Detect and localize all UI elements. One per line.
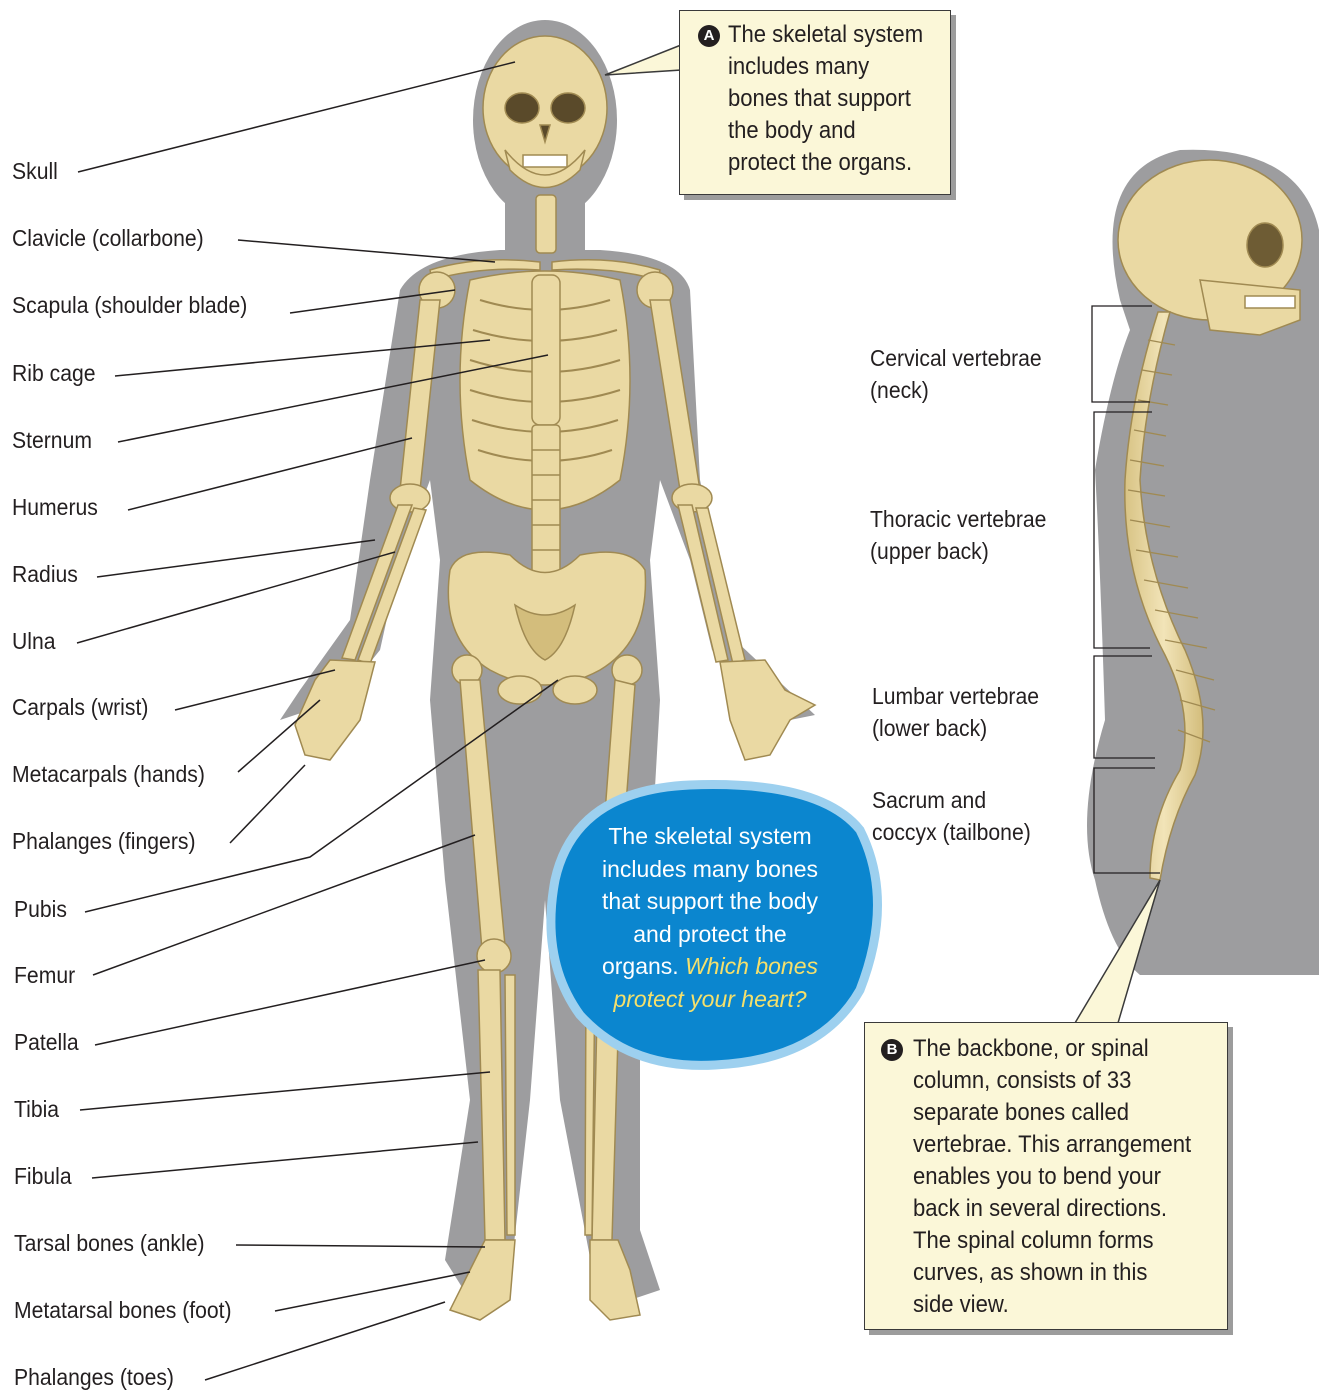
callout-b-badge: B bbox=[881, 1039, 903, 1061]
label-carpals: Carpals (wrist) bbox=[12, 694, 148, 721]
callout-a: A The skeletal system includes many bone… bbox=[679, 10, 951, 195]
bubble-line-5-plain: organs. bbox=[602, 953, 685, 979]
label-metatarsals: Metatarsal bones (foot) bbox=[14, 1297, 232, 1324]
label-femur: Femur bbox=[14, 962, 75, 989]
label-rib-cage: Rib cage bbox=[12, 360, 96, 387]
bubble-line-5: organs. Which bones bbox=[562, 950, 858, 983]
bubble-line-2: includes many bones bbox=[562, 853, 858, 886]
right-hand bbox=[720, 660, 815, 760]
label-fibula: Fibula bbox=[14, 1163, 72, 1190]
label-sternum: Sternum bbox=[12, 427, 92, 454]
left-patella bbox=[477, 939, 511, 973]
bubble-line-4: and protect the bbox=[562, 918, 858, 951]
bubble-line-1: The skeletal system bbox=[562, 820, 858, 853]
label-metacarpals: Metacarpals (hands) bbox=[12, 761, 205, 788]
label-humerus: Humerus bbox=[12, 494, 98, 521]
question-bubble-text: The skeletal system includes many bones … bbox=[562, 820, 858, 1015]
callout-a-badge: A bbox=[698, 25, 720, 47]
label-phalanges-fingers: Phalanges (fingers) bbox=[12, 828, 195, 855]
left-hand bbox=[295, 660, 375, 760]
label-lumbar: Lumbar vertebrae (lower back) bbox=[872, 680, 1039, 744]
label-scapula: Scapula (shoulder blade) bbox=[12, 292, 247, 319]
label-cervical: Cervical vertebrae (neck) bbox=[870, 342, 1042, 406]
callout-a-tail bbox=[605, 45, 681, 75]
label-patella: Patella bbox=[14, 1029, 79, 1056]
left-fibula bbox=[505, 975, 515, 1235]
label-radius: Radius bbox=[12, 561, 78, 588]
callout-b: B The backbone, or spinal column, consis… bbox=[864, 1022, 1228, 1330]
label-phalanges-toes: Phalanges (toes) bbox=[14, 1364, 174, 1391]
bubble-line-3: that support the body bbox=[562, 885, 858, 918]
callout-b-text: The backbone, or spinal column, consists… bbox=[913, 1033, 1191, 1321]
label-thoracic: Thoracic vertebrae (upper back) bbox=[870, 503, 1046, 567]
label-skull: Skull bbox=[12, 158, 58, 185]
label-sacrum: Sacrum and coccyx (tailbone) bbox=[872, 784, 1031, 848]
label-clavicle: Clavicle (collarbone) bbox=[12, 225, 204, 252]
bubble-question-part1: Which bones bbox=[685, 953, 818, 979]
label-ulna: Ulna bbox=[12, 628, 56, 655]
bubble-question-part2: protect your heart? bbox=[562, 983, 858, 1016]
sternum-bone bbox=[532, 275, 560, 425]
callout-a-text: The skeletal system includes many bones … bbox=[728, 19, 923, 179]
front-skeleton bbox=[295, 36, 815, 1320]
label-pubis: Pubis bbox=[14, 896, 67, 923]
label-tarsals: Tarsal bones (ankle) bbox=[14, 1230, 205, 1257]
label-tibia: Tibia bbox=[14, 1096, 59, 1123]
